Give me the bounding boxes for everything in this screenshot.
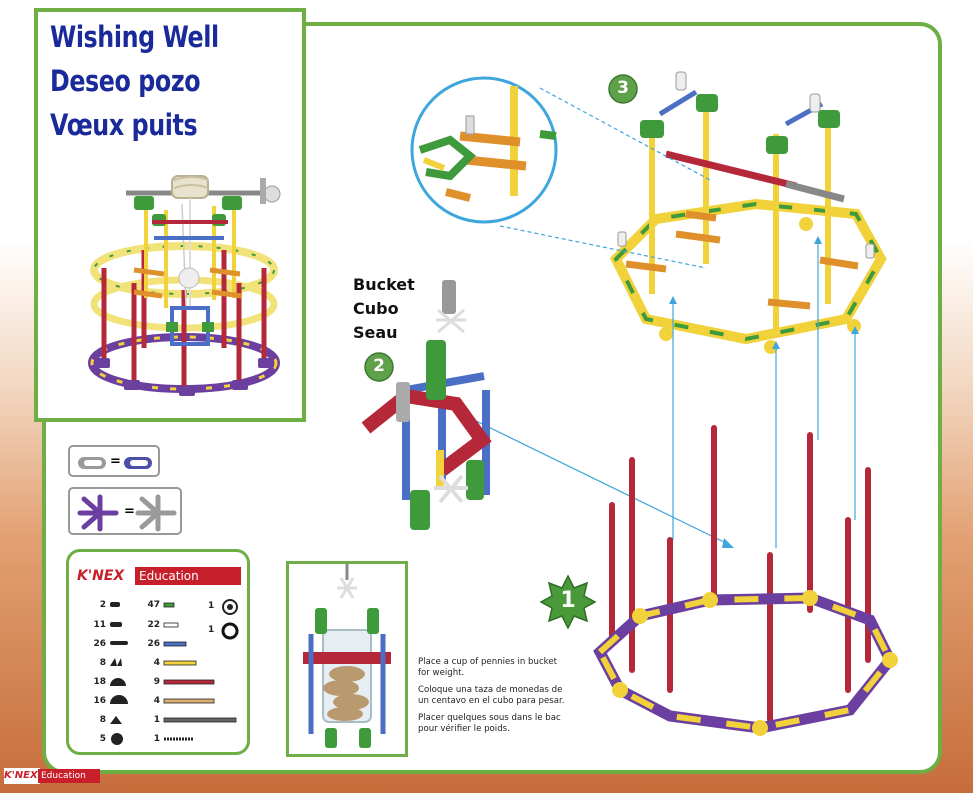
rod-count: 26 — [142, 639, 160, 649]
extra-count: 1 — [208, 601, 218, 611]
rod-count: 1 — [142, 715, 160, 725]
rod-green-icon — [164, 603, 174, 607]
rod-blue-icon — [164, 642, 186, 646]
step-1-number: 1 — [540, 588, 596, 613]
part-count: 8 — [86, 715, 106, 725]
footer-knex-logo: K'NEX Education — [4, 768, 100, 784]
tire-icon — [223, 624, 237, 638]
rod-count: 9 — [142, 677, 160, 687]
note-spanish: Coloque una taza de monedas de un centav… — [418, 685, 568, 707]
note-french: Placer quelques sous dans le bac pour vé… — [418, 713, 568, 735]
bucket-photo-box — [286, 561, 408, 757]
part-count: 11 — [86, 620, 106, 630]
knex-education-logo: K'NEX Education — [77, 566, 241, 586]
rod-count: 22 — [142, 620, 160, 630]
connector-5way-icon — [110, 658, 122, 666]
bucket-with-pennies-photo — [289, 564, 405, 754]
connector-8way-icon — [111, 733, 123, 745]
rod-grey-icon — [164, 699, 214, 703]
part-count: 18 — [86, 677, 106, 687]
rod-red-icon — [164, 680, 214, 684]
blue-clip-icon — [70, 447, 162, 479]
note-english: Place a cup of pennies in bucket for wei… — [418, 657, 568, 679]
part-count: 26 — [86, 639, 106, 649]
logo-education-text: Education — [135, 567, 241, 585]
finished-model-illustration — [34, 8, 306, 422]
logo-knex-text: K'NEX — [77, 566, 141, 586]
detail-magnifier — [410, 76, 560, 226]
part-count: 5 — [86, 734, 106, 744]
rod-count: 47 — [142, 600, 160, 610]
legend-connector-equivalence: = — [68, 445, 160, 477]
part-count: 16 — [86, 696, 106, 706]
footer-knex-text: K'NEX — [4, 768, 40, 784]
wheel-icon — [223, 600, 237, 614]
legend-connector-equivalence-2: = — [68, 487, 182, 535]
extra-count: 1 — [208, 625, 218, 635]
extras-icons — [220, 598, 250, 648]
rod-count: 4 — [142, 658, 160, 668]
title-box: Wishing Well Deseo pozo Vœux puits — [34, 8, 306, 422]
connector-4way-icon — [110, 716, 122, 724]
connector-7way-icon — [110, 695, 128, 704]
connector-2way-icon — [110, 602, 120, 607]
rod-white-icon — [164, 623, 178, 627]
step-3-assembly-illustration — [596, 64, 896, 354]
rod-count: 4 — [142, 696, 160, 706]
connector-icons-column — [108, 598, 138, 758]
connector-half-icon — [110, 678, 126, 686]
step-1-base-illustration — [590, 420, 910, 760]
connector-3way-icon — [110, 622, 122, 627]
part-count: 2 — [86, 600, 106, 610]
grey-connector-icon — [70, 489, 184, 537]
rod-yellow-icon — [164, 661, 196, 665]
part-count: 8 — [86, 658, 106, 668]
footer-education-text: Education — [38, 769, 100, 783]
rod-count: 1 — [142, 734, 160, 744]
step-2-bucket-illustration — [356, 280, 506, 480]
rod-long-grey-icon — [164, 718, 236, 722]
connector-clip-icon — [110, 641, 128, 645]
